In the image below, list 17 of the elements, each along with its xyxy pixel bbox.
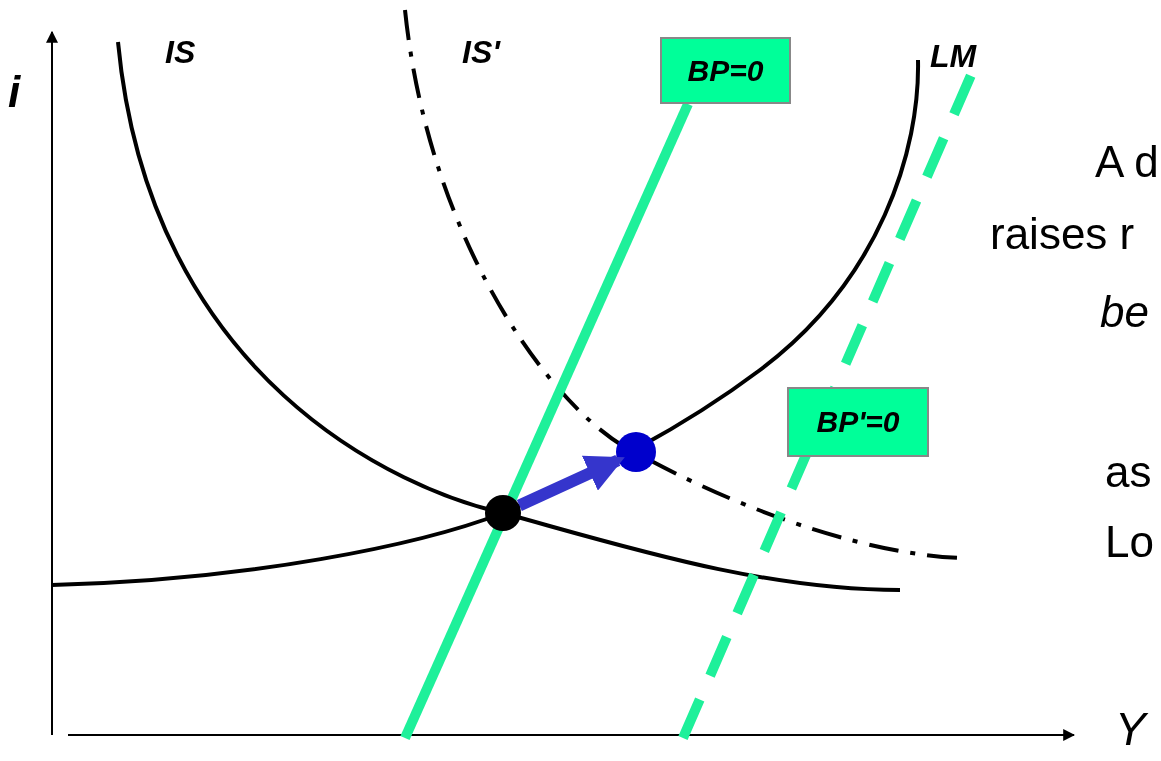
note-text: be <box>1100 290 1149 334</box>
equilibrium-dot <box>485 495 521 531</box>
arrow <box>516 454 625 511</box>
axis-label: Y <box>1115 706 1146 752</box>
curve-label: LM <box>930 40 977 72</box>
curve-label-box <box>660 37 791 104</box>
curve-label: IS <box>165 36 196 68</box>
curve-label: BP'=0 <box>816 405 900 439</box>
curve-label: IS' <box>462 36 500 68</box>
equilibrium-dot <box>616 432 656 472</box>
note-text: Lo <box>1105 520 1154 564</box>
note-text: raises r <box>990 212 1135 256</box>
note-text: as <box>1105 450 1152 494</box>
curve-label-box <box>787 387 929 457</box>
curve-label: BP=0 <box>687 53 764 88</box>
axis-label: i <box>8 70 21 114</box>
note-text: A d <box>1095 140 1159 184</box>
